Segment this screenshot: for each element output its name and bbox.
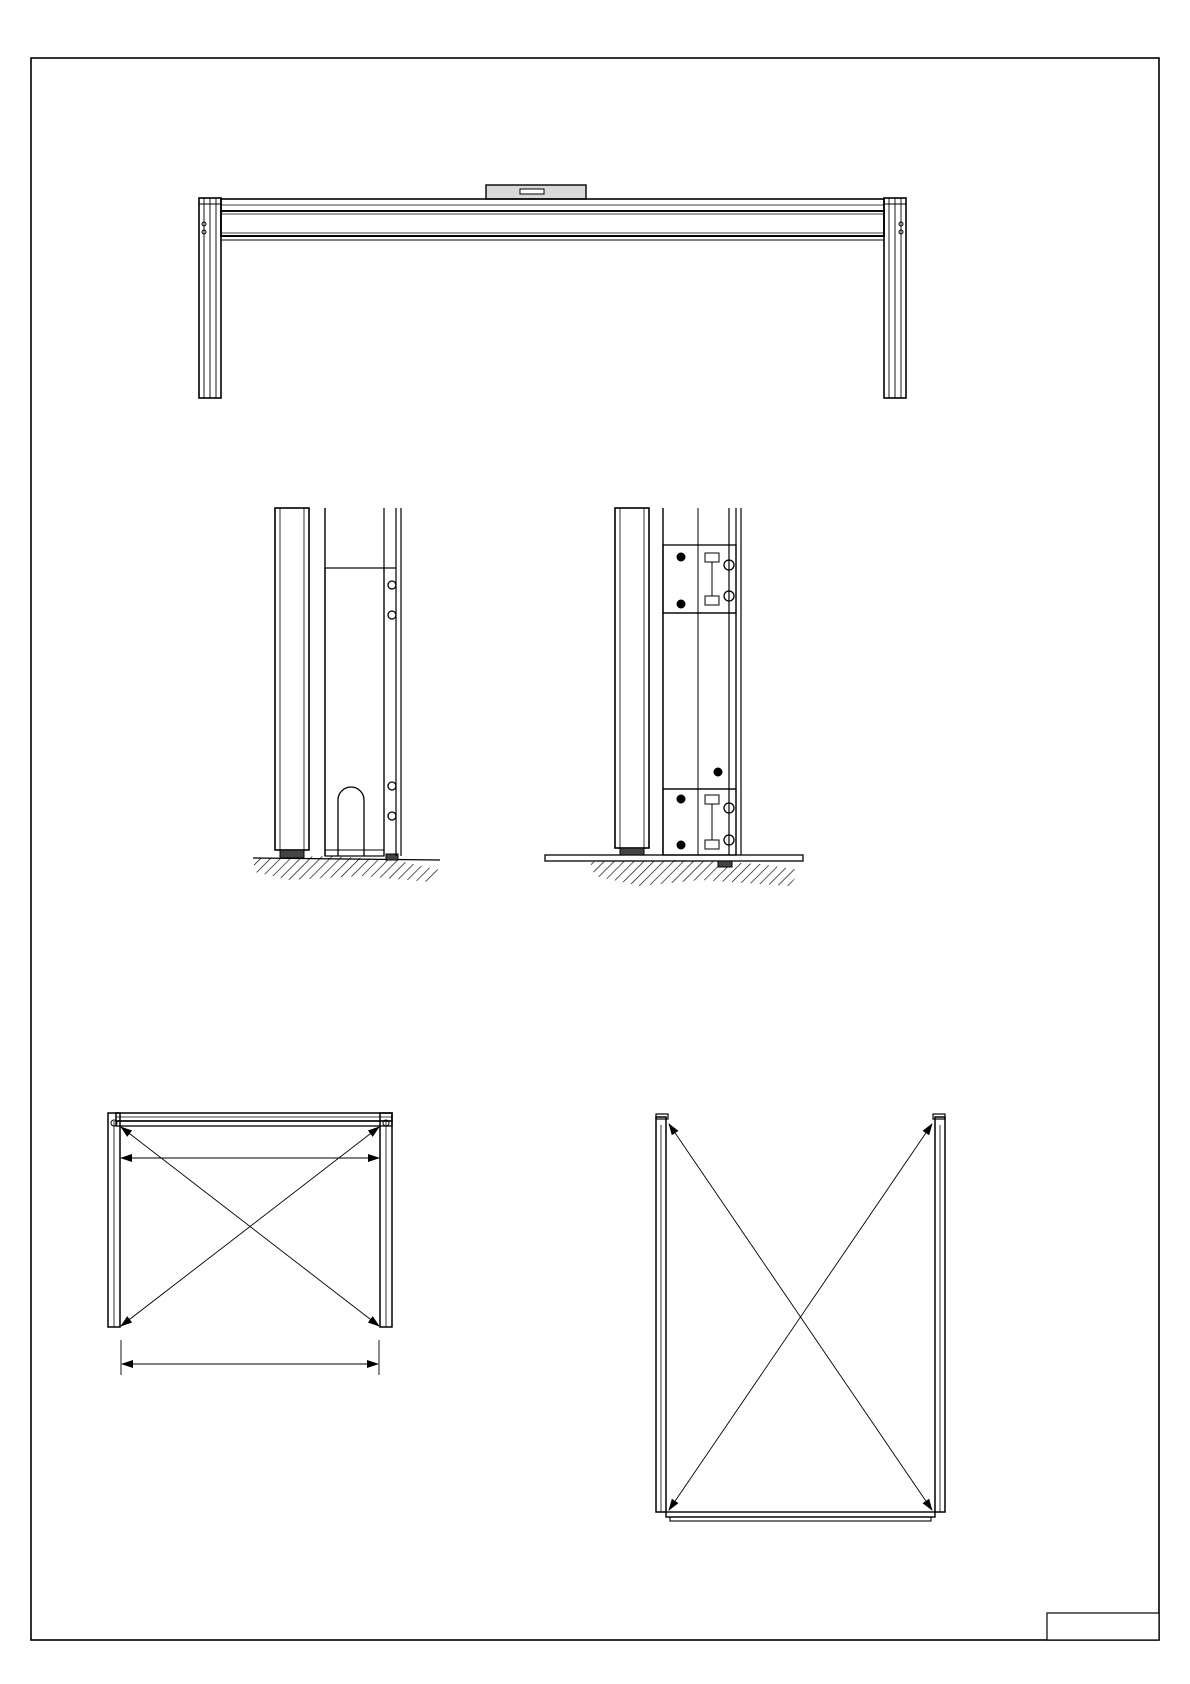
plan-view-small (108, 1113, 392, 1375)
title-block (1047, 1613, 1159, 1640)
top-beam (221, 199, 884, 240)
right-post (884, 198, 906, 398)
base-plate (545, 855, 803, 861)
detail-post-base-floor (253, 508, 440, 882)
front-elevation-frame (199, 185, 906, 398)
detail-post-base-plate (545, 508, 803, 886)
floor-hatch-right (590, 860, 800, 886)
left-post (199, 198, 221, 398)
plan-view-large (656, 1114, 945, 1521)
sheet-border (31, 58, 1159, 1640)
